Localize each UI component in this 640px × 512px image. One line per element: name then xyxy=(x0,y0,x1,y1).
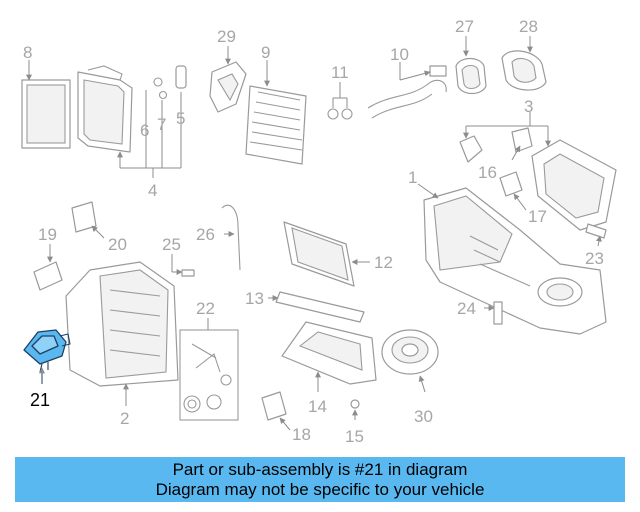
part-2-distribution-housing xyxy=(65,261,179,406)
callout-23: 23 xyxy=(585,249,604,268)
callout-29: 29 xyxy=(217,27,236,46)
callout-15: 15 xyxy=(345,427,364,446)
part-9-cabin-filter xyxy=(245,60,307,165)
callout-16: 16 xyxy=(478,163,497,182)
parts-diagram: 1 2 3 4 5 6 7 8 9 10 11 12 13 14 15 16 1… xyxy=(21,17,617,446)
callout-27: 27 xyxy=(455,17,474,36)
part-25-screw xyxy=(171,254,195,277)
callout-13: 13 xyxy=(245,289,264,308)
part-12-filter-element xyxy=(283,221,370,287)
part-23-screw xyxy=(585,223,607,247)
callout-20: 20 xyxy=(108,235,127,254)
part-1-hvac-housing xyxy=(417,183,607,335)
part-29-bracket xyxy=(209,46,247,113)
callout-21: 21 xyxy=(30,390,50,410)
callout-10: 10 xyxy=(390,45,409,64)
part-11-clips xyxy=(327,82,353,120)
part-13-strip xyxy=(268,291,365,323)
callout-17: 17 xyxy=(528,207,547,226)
callout-12: 12 xyxy=(374,253,393,272)
callout-28: 28 xyxy=(519,17,538,36)
part-18-sensor xyxy=(261,391,291,431)
callout-9: 9 xyxy=(261,43,270,62)
caption-line-1: Part or sub-assembly is #21 in diagram xyxy=(172,459,468,479)
callout-4: 4 xyxy=(148,181,157,200)
callout-30: 30 xyxy=(414,407,433,426)
callout-3: 3 xyxy=(524,97,533,116)
part-26-hose xyxy=(221,204,241,271)
part-28-seal xyxy=(501,36,547,91)
callout-18: 18 xyxy=(292,425,311,444)
part-10-pipes xyxy=(367,62,447,119)
part-19-clip xyxy=(33,244,63,291)
callout-6: 6 xyxy=(140,121,149,140)
callout-11: 11 xyxy=(331,63,349,82)
part-4-core-assembly xyxy=(77,65,187,178)
part-14-tray xyxy=(281,321,377,392)
callout-14: 14 xyxy=(308,397,327,416)
callout-19: 19 xyxy=(38,225,57,244)
part-8-evaporator xyxy=(21,60,71,149)
callout-8: 8 xyxy=(23,43,32,62)
part-27-gasket xyxy=(455,36,487,95)
callout-22: 22 xyxy=(196,299,215,318)
part-24-bolt xyxy=(484,301,503,325)
callout-1: 1 xyxy=(408,168,417,187)
callout-5: 5 xyxy=(176,109,185,128)
part-3-actuators xyxy=(459,112,617,231)
caption-banner: Part or sub-assembly is #21 in diagram D… xyxy=(15,457,625,502)
callout-26: 26 xyxy=(196,225,215,244)
callout-24: 24 xyxy=(457,299,476,318)
callout-25: 25 xyxy=(162,235,181,254)
part-21-highlighted[interactable] xyxy=(23,329,71,384)
callout-7: 7 xyxy=(157,115,166,134)
part-22-seal-kit xyxy=(179,318,239,421)
part-20-bracket xyxy=(71,201,105,239)
caption-line-2: Diagram may not be specific to your vehi… xyxy=(155,479,485,499)
callout-2: 2 xyxy=(120,409,129,428)
part-30-blower-motor xyxy=(381,329,439,393)
part-15-screw xyxy=(350,399,360,420)
